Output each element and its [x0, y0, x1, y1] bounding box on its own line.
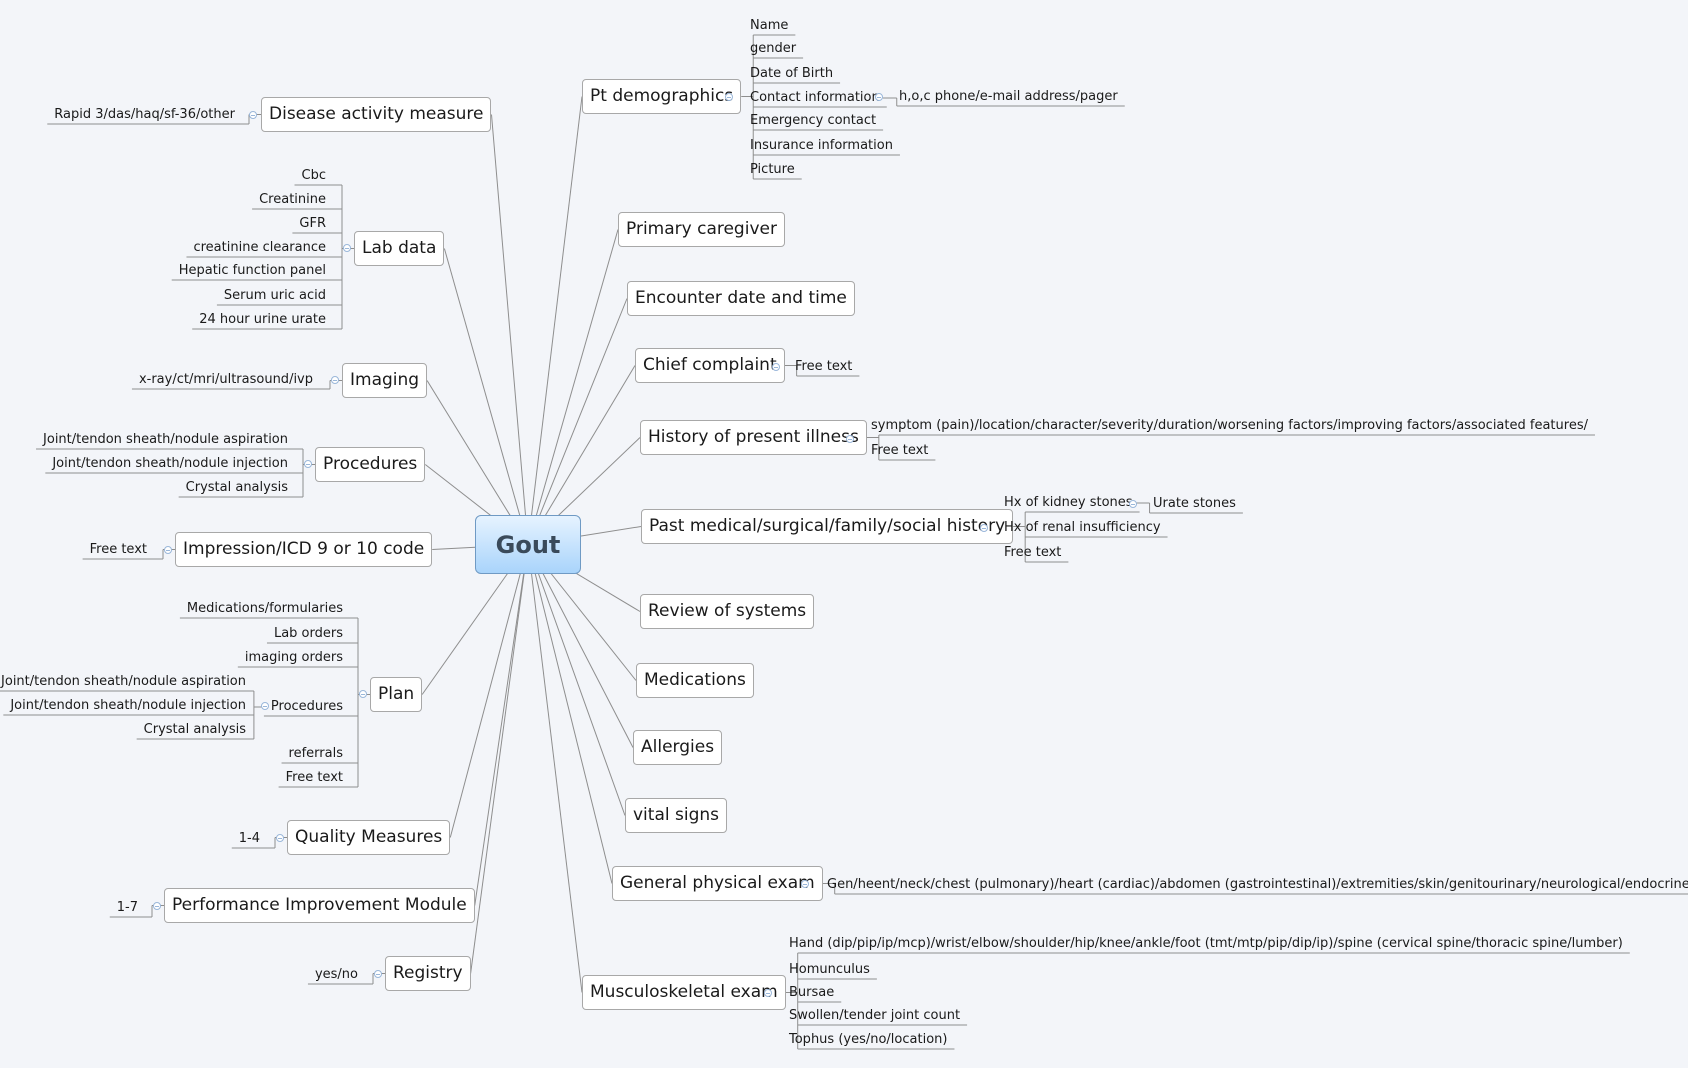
collapse-toggle-icon[interactable]: [304, 460, 312, 468]
topic-review-of-systems[interactable]: Review of systems: [640, 594, 815, 629]
collapse-toggle-icon[interactable]: [980, 524, 988, 532]
leaf-hepatic-function[interactable]: Hepatic function panel: [178, 263, 326, 278]
branch-line: [490, 114, 529, 545]
leaf-creatinine-clearance[interactable]: creatinine clearance: [193, 240, 326, 255]
leaf-proc-aspiration[interactable]: Joint/tendon sheath/nodule aspiration: [43, 432, 288, 447]
collapse-toggle-icon[interactable]: [261, 702, 269, 710]
branch-line: [470, 544, 529, 974]
leaf-contact-information[interactable]: Contact information: [750, 90, 880, 105]
topic-performance-improvement[interactable]: Performance Improvement Module: [164, 888, 475, 923]
topic-history-present-illness[interactable]: History of present illness: [640, 420, 867, 455]
topic-medications[interactable]: Medications: [636, 663, 754, 698]
branch-line: [527, 96, 583, 545]
leaf-proc-injection[interactable]: Joint/tendon sheath/nodule injection: [52, 456, 288, 471]
topic-pt-demographics[interactable]: Pt demographics: [582, 79, 742, 114]
collapse-toggle-icon[interactable]: [875, 93, 883, 101]
collapse-toggle-icon[interactable]: [772, 363, 780, 371]
leaf-msk-tophus[interactable]: Tophus (yes/no/location): [789, 1032, 948, 1047]
topic-past-history[interactable]: Past medical/surgical/family/social hist…: [641, 509, 1014, 544]
leaf-hx-renal-insufficiency[interactable]: Hx of renal insufficiency: [1004, 520, 1161, 535]
collapse-toggle-icon[interactable]: [1129, 500, 1137, 508]
collapse-toggle-icon[interactable]: [801, 880, 809, 888]
topic-lab-data[interactable]: Lab data: [354, 231, 445, 266]
central-topic[interactable]: Gout: [475, 515, 581, 574]
topic-primary-caregiver[interactable]: Primary caregiver: [618, 212, 785, 247]
collapse-toggle-icon[interactable]: [846, 435, 854, 443]
topic-imaging[interactable]: Imaging: [342, 363, 428, 398]
leaf-picture[interactable]: Picture: [750, 162, 795, 177]
collapse-toggle-icon[interactable]: [374, 970, 382, 978]
leaf-hpi-symptom[interactable]: symptom (pain)/location/character/severi…: [871, 418, 1588, 433]
topic-general-physical-exam[interactable]: General physical exam: [612, 866, 823, 901]
leaf-plan-procedures[interactable]: Procedures: [270, 699, 343, 714]
leaf-proc-crystal[interactable]: Crystal analysis: [185, 480, 288, 495]
topic-impression[interactable]: Impression/ICD 9 or 10 code: [175, 532, 433, 567]
leaf-pim-range[interactable]: 1-7: [116, 900, 138, 915]
collapse-toggle-icon[interactable]: [164, 546, 172, 554]
leaf-disease-activity-scores[interactable]: Rapid 3/das/haq/sf-36/other: [54, 107, 235, 122]
leaf-name[interactable]: Name: [750, 18, 789, 33]
leaf-cbc[interactable]: Cbc: [301, 168, 326, 183]
leaf-registry-yes-no[interactable]: yes/no: [314, 967, 358, 982]
leaf-imaging-modalities[interactable]: x-ray/ct/mri/ultrasound/ivp: [138, 372, 313, 387]
leaf-chief-complaint-free-text[interactable]: Free text: [795, 359, 853, 374]
leaf-plan-medications[interactable]: Medications/formularies: [186, 601, 343, 616]
leaf-urate-stones[interactable]: Urate stones: [1153, 496, 1236, 511]
leaf-plan-imaging-orders[interactable]: imaging orders: [244, 650, 343, 665]
branch-line: [527, 544, 613, 884]
topic-procedures[interactable]: Procedures: [315, 447, 426, 482]
collapse-toggle-icon[interactable]: [343, 244, 351, 252]
collapse-toggle-icon[interactable]: [249, 111, 257, 119]
branch-line: [527, 544, 634, 748]
leaf-emergency-contact[interactable]: Emergency contact: [750, 113, 877, 128]
topic-encounter-date[interactable]: Encounter date and time: [627, 281, 855, 316]
leaf-plan-free-text[interactable]: Free text: [285, 770, 343, 785]
leaf-plan-referrals[interactable]: referrals: [288, 746, 343, 761]
topic-musculoskeletal-exam[interactable]: Musculoskeletal exam: [582, 975, 786, 1010]
leaf-serum-uric-acid[interactable]: Serum uric acid: [223, 288, 326, 303]
leaf-creatinine[interactable]: Creatinine: [259, 192, 326, 207]
topic-quality-measures[interactable]: Quality Measures: [287, 820, 451, 855]
leaf-msk-homunculus[interactable]: Homunculus: [789, 962, 870, 977]
leaf-gpe-systems[interactable]: Gen/heent/neck/chest (pulmonary)/heart (…: [827, 877, 1688, 892]
leaf-msk-joint-count[interactable]: Swollen/tender joint count: [789, 1008, 961, 1023]
collapse-toggle-icon[interactable]: [725, 93, 733, 101]
leaf-contact-detail[interactable]: h,o,c phone/e-mail address/pager: [899, 89, 1118, 104]
leaf-plan-lab-orders[interactable]: Lab orders: [273, 626, 343, 641]
leaf-pmh-free-text[interactable]: Free text: [1004, 545, 1062, 560]
leaf-msk-bursae[interactable]: Bursae: [789, 985, 835, 1000]
topic-registry[interactable]: Registry: [385, 956, 471, 991]
collapse-toggle-icon[interactable]: [331, 376, 339, 384]
leaf-plan-crystal[interactable]: Crystal analysis: [143, 722, 246, 737]
leaf-24h-urine-urate[interactable]: 24 hour urine urate: [199, 312, 326, 327]
branch-line: [449, 544, 529, 838]
branch-line: [527, 298, 628, 545]
branch-line: [527, 544, 583, 993]
collapse-toggle-icon[interactable]: [359, 690, 367, 698]
topic-plan[interactable]: Plan: [370, 677, 423, 712]
collapse-toggle-icon[interactable]: [764, 989, 772, 997]
leaf-date-of-birth[interactable]: Date of Birth: [750, 66, 834, 81]
leaf-msk-joints[interactable]: Hand (dip/pip/ip/mcp)/wrist/elbow/should…: [789, 936, 1623, 951]
leaf-hx-kidney-stones[interactable]: Hx of kidney stones: [1004, 495, 1133, 510]
leaf-impression-free-text[interactable]: Free text: [89, 542, 147, 557]
topic-vital-signs[interactable]: vital signs: [625, 798, 727, 833]
leaf-gender[interactable]: gender: [750, 41, 797, 56]
leaf-plan-aspiration[interactable]: Joint/tendon sheath/nodule aspiration: [1, 674, 246, 689]
leaf-hpi-free-text[interactable]: Free text: [871, 443, 929, 458]
branch-line: [443, 248, 529, 545]
branch-line: [527, 365, 636, 545]
collapse-toggle-icon[interactable]: [276, 834, 284, 842]
leaf-gfr[interactable]: GFR: [299, 216, 326, 231]
leaf-plan-injection[interactable]: Joint/tendon sheath/nodule injection: [10, 698, 246, 713]
topic-allergies[interactable]: Allergies: [633, 730, 723, 765]
branch-line: [527, 229, 619, 545]
topic-disease-activity[interactable]: Disease activity measure: [261, 97, 492, 132]
collapse-toggle-icon[interactable]: [153, 902, 161, 910]
topic-chief-complaint[interactable]: Chief complaint: [635, 348, 785, 383]
leaf-insurance-information[interactable]: Insurance information: [750, 138, 893, 153]
branch-line: [527, 544, 626, 816]
branch-line: [474, 544, 529, 906]
leaf-quality-range[interactable]: 1-4: [238, 831, 260, 846]
